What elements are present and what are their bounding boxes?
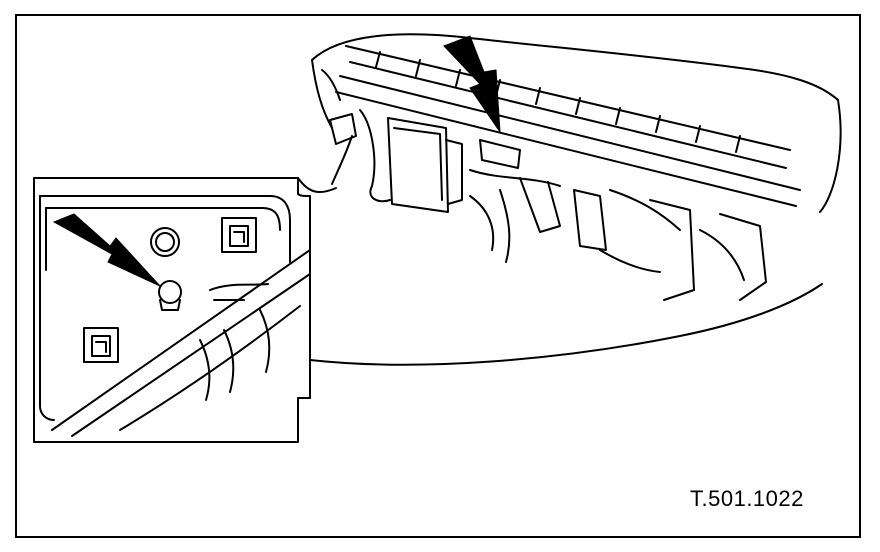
bumper-assembly	[311, 33, 842, 213]
black-arrow-icon	[443, 35, 501, 134]
figure-frame	[15, 14, 861, 538]
magnification-outline	[297, 177, 823, 399]
black-arrow-icon	[52, 213, 161, 287]
figure-reference-code: T.501.1022	[690, 486, 804, 511]
mounting-bracket	[329, 109, 767, 301]
inset-detail	[33, 177, 311, 443]
